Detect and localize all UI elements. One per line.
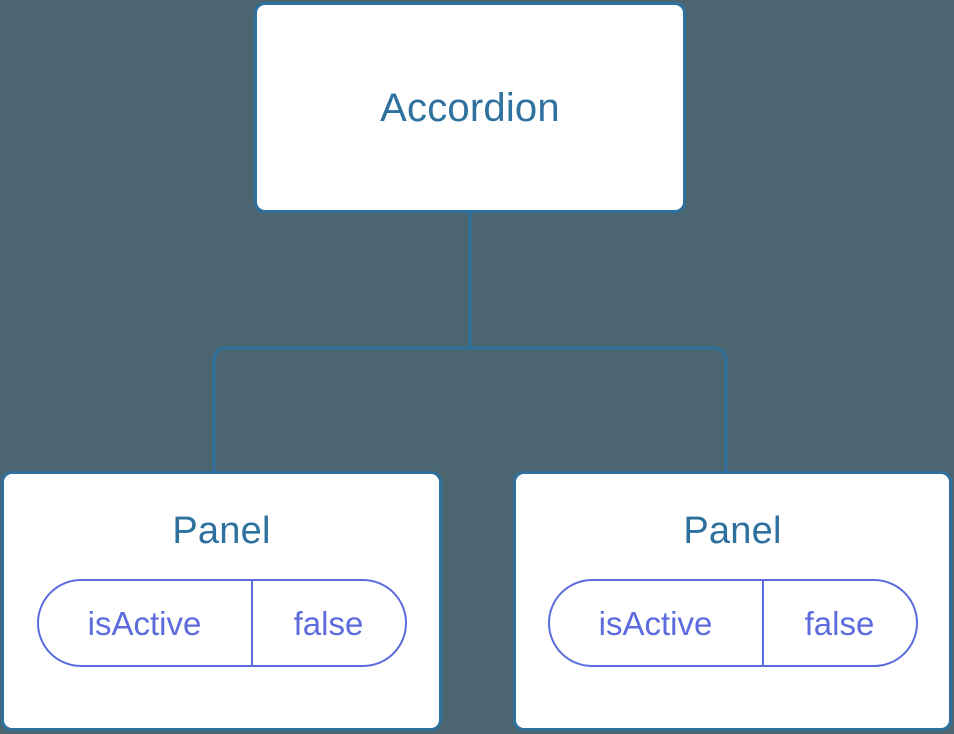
- node-panel-1[interactable]: Panel isActive false: [513, 471, 952, 731]
- node-accordion[interactable]: Accordion: [254, 2, 686, 213]
- state-pill-panel-1[interactable]: isActive false: [547, 579, 918, 667]
- state-pill-panel-1-key: isActive: [598, 604, 713, 642]
- node-panel-1-label: Panel: [683, 510, 782, 552]
- node-panel-0[interactable]: Panel isActive false: [1, 471, 442, 731]
- state-pill-panel-0-key: isActive: [87, 604, 202, 642]
- node-panel-0-label: Panel: [172, 510, 271, 552]
- node-accordion-label: Accordion: [380, 85, 560, 130]
- state-pill-panel-1-value: false: [761, 581, 916, 665]
- state-pill-panel-0[interactable]: isActive false: [36, 579, 407, 667]
- connector-to-panel-0: [212, 346, 470, 472]
- connector-to-panel-1: [470, 346, 728, 472]
- state-pill-panel-0-value: false: [250, 581, 405, 665]
